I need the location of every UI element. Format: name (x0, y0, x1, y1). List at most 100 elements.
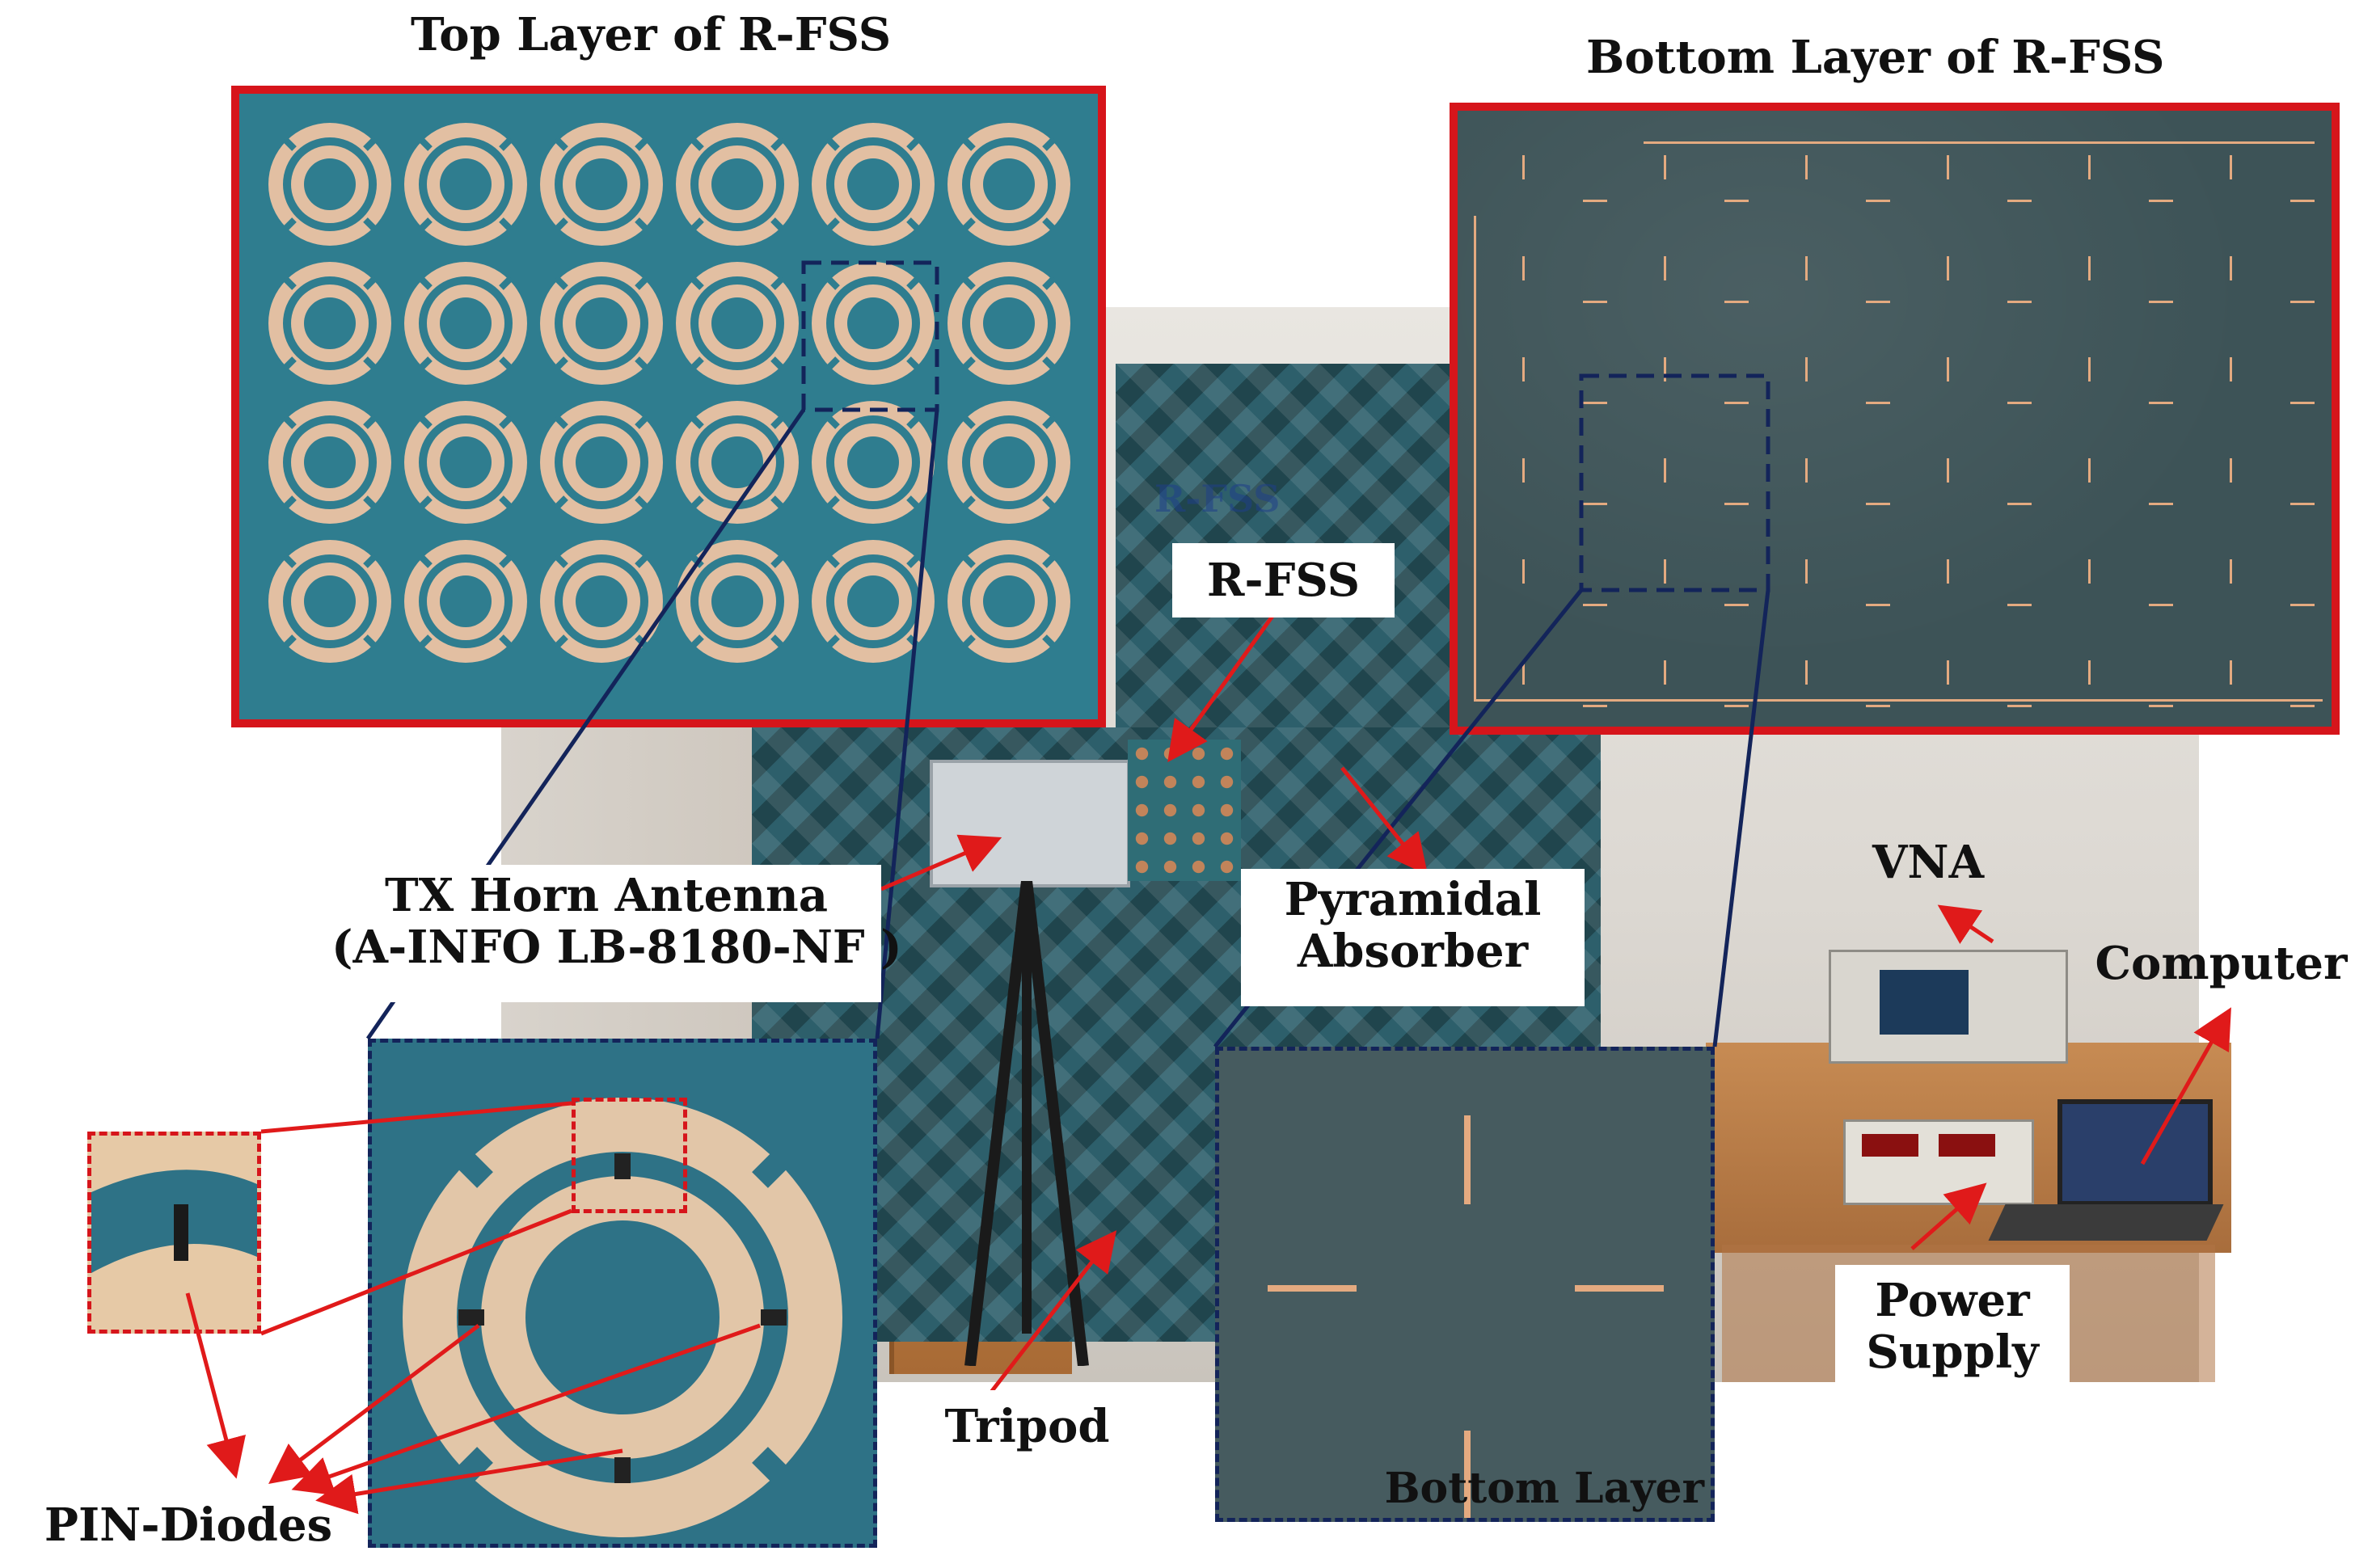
bias-line-segment (2088, 559, 2091, 584)
power-supply-unit (1843, 1119, 2034, 1205)
unit-cell (947, 401, 1070, 524)
bias-line-segment (1805, 660, 1808, 685)
unit-cell (268, 401, 391, 524)
bias-line-segment (1522, 559, 1525, 584)
unit-cell (676, 540, 799, 663)
bias-line-segment (2230, 256, 2232, 280)
unit-cell (540, 401, 663, 524)
bias-line-segment (1664, 559, 1666, 584)
bottom-layer-zoom: Bottom Layer (1215, 1047, 1715, 1522)
bias-line-segment (1522, 155, 1525, 179)
bias-line-segment (1664, 155, 1666, 179)
bias-line-array (1474, 141, 2323, 707)
bias-line-segment (1724, 301, 1749, 303)
bias-line-segment (1866, 705, 1890, 707)
bias-line-segment (2007, 705, 2032, 707)
bias-line-segment (2007, 604, 2032, 606)
bias-line-segment (1866, 301, 1890, 303)
unit-cell (540, 123, 663, 246)
bias-line-segment (1947, 458, 1949, 483)
bias-line-segment (1805, 357, 1808, 381)
bias-line-segment (1805, 256, 1808, 280)
bias-line-segment (2230, 660, 2232, 685)
unit-cell-rings (403, 1098, 842, 1537)
ring-array (268, 123, 1070, 663)
unit-cell (404, 262, 527, 385)
unit-cell (404, 540, 527, 663)
bias-line-segment (1947, 559, 1949, 584)
unit-cell (404, 401, 527, 524)
bias-line-segment (2007, 402, 2032, 404)
bias-line-segment (1866, 402, 1890, 404)
bias-line-segment (1724, 200, 1749, 202)
bias-line-segment (2290, 200, 2315, 202)
bias-line-segment (1724, 503, 1749, 505)
pyramidal-absorber-label: Pyramidal Absorber (1241, 869, 1585, 1006)
bias-line-segment (2230, 458, 2232, 483)
bias-line-segment (2007, 200, 2032, 202)
bias-line-segment (1805, 458, 1808, 483)
bias-line-segment (2149, 301, 2173, 303)
bias-line-segment (1947, 660, 1949, 685)
pin-diode-closeup (87, 1132, 261, 1334)
bias-line-segment (2290, 604, 2315, 606)
bias-line-segment (1664, 256, 1666, 280)
unit-cell (947, 540, 1070, 663)
unit-cell (676, 262, 799, 385)
bias-line-segment (2290, 301, 2315, 303)
bias-line-segment (1724, 402, 1749, 404)
bias-line-segment (1583, 402, 1607, 404)
bias-line-segment (2149, 402, 2173, 404)
unit-cell (404, 123, 527, 246)
horn-antenna (930, 760, 1130, 887)
bias-line-segment (1664, 357, 1666, 381)
vna-label: VNA (1872, 836, 1985, 889)
bias-line-segment (1583, 604, 1607, 606)
pyramidal-line1: Pyramidal (1284, 873, 1542, 926)
bias-line-segment (1866, 604, 1890, 606)
bias-line-segment (1583, 705, 1607, 707)
bias-line-segment (1583, 301, 1607, 303)
bias-line-segment (1947, 256, 1949, 280)
tx-horn-line1: TX Horn Antenna (385, 869, 828, 922)
rfss-faint-label: R-FSS (1154, 477, 1281, 521)
bias-line-segment (1805, 155, 1808, 179)
bias-line-segment (1724, 705, 1749, 707)
bias-line-segment (1522, 357, 1525, 381)
bias-line-segment (2290, 503, 2315, 505)
bias-line-segment (2290, 402, 2315, 404)
bias-line-segment (2230, 357, 2232, 381)
tx-horn-line2: (A-INFO LB-8180-NF ) (331, 921, 902, 975)
rfss-board-in-photo (1128, 740, 1241, 881)
bottom-layer-inset-label: Bottom Layer (1384, 1464, 1704, 1513)
bias-line-segment (2149, 200, 2173, 202)
bias-line-segment (1644, 141, 2315, 144)
bias-line-segment (1664, 660, 1666, 685)
bias-line-segment (1583, 200, 1607, 202)
unit-cell (812, 401, 935, 524)
bias-line-segment (2230, 559, 2232, 584)
bias-line-segment (2230, 155, 2232, 179)
unit-cell (268, 262, 391, 385)
unit-cell (540, 540, 663, 663)
power-supply-label: Power Supply (1835, 1265, 2070, 1414)
bias-line-segment (2088, 155, 2091, 179)
laptop-computer (2057, 1099, 2213, 1206)
unit-cell-zoom-top (368, 1039, 877, 1548)
bias-line-segment (1664, 458, 1666, 483)
unit-cell (268, 540, 391, 663)
computer-label: Computer (2095, 937, 2348, 990)
bias-line-segment (1474, 216, 1476, 701)
bias-line-segment (2149, 705, 2173, 707)
pin-diodes-label: PIN-Diodes (44, 1498, 333, 1552)
tx-horn-label: TX Horn Antenna (A-INFO LB-8180-NF ) (331, 865, 902, 1002)
unit-cell (947, 123, 1070, 246)
unit-cell (676, 123, 799, 246)
bias-line-segment (1522, 660, 1525, 685)
bias-line-segment (2088, 256, 2091, 280)
pyramidal-line2: Absorber (1297, 925, 1529, 979)
unit-cell (676, 401, 799, 524)
unit-cell (812, 262, 935, 385)
bias-line-segment (2007, 503, 2032, 505)
